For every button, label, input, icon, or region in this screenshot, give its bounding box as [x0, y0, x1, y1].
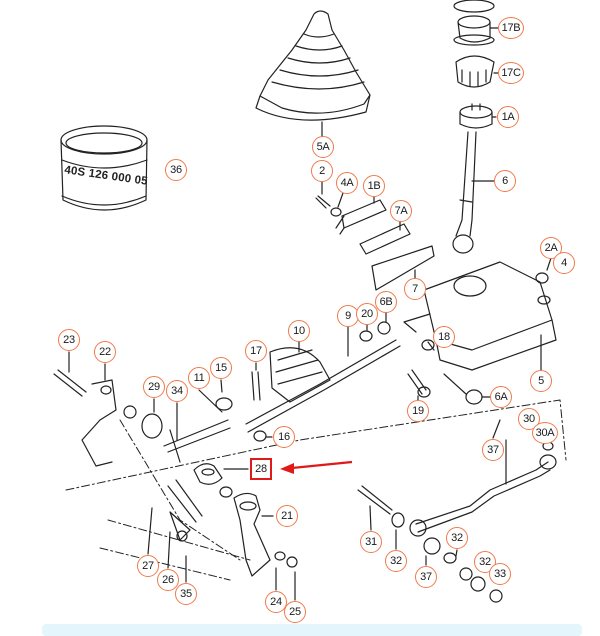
callout-part-10: 10 — [288, 320, 310, 342]
footer-bar — [42, 624, 582, 636]
callout-part-25: 25 — [284, 601, 306, 623]
callout-part-21: 21 — [276, 505, 298, 527]
callout-part-6a: 6A — [490, 386, 512, 408]
callout-part-11: 11 — [188, 367, 210, 389]
highlight-arrow — [280, 460, 353, 474]
callout-part-9: 9 — [337, 305, 359, 327]
callout-part-34: 34 — [166, 380, 188, 402]
callout-part-33: 33 — [489, 563, 511, 585]
part-36-sleeve — [60, 125, 148, 211]
callout-part-27: 27 — [137, 555, 159, 577]
callout-part-30a: 30A — [532, 422, 558, 444]
callout-part-36: 36 — [165, 159, 187, 181]
callout-part-1a: 1A — [497, 106, 519, 128]
callout-part-6: 6 — [494, 170, 516, 192]
callout-part-18: 18 — [433, 326, 455, 348]
callout-part-5: 5 — [530, 370, 552, 392]
callout-part-32: 32 — [446, 527, 468, 549]
part-bracket-plates — [315, 180, 435, 291]
callout-part-32: 32 — [385, 550, 407, 572]
callout-part-26: 26 — [157, 569, 179, 591]
callout-part-24: 24 — [265, 591, 287, 613]
callout-part-1b: 1B — [363, 175, 385, 197]
part-shift-rod — [245, 311, 435, 433]
callout-part-17b: 17B — [498, 17, 524, 39]
callout-part-7a: 7A — [390, 200, 412, 222]
callout-part-35: 35 — [175, 583, 197, 605]
part-bolts-19-6a — [407, 369, 492, 405]
callout-part-6b: 6B — [375, 291, 397, 313]
callout-part-20: 20 — [356, 303, 378, 325]
callout-part-4a: 4A — [336, 172, 358, 194]
part-left-linkage — [53, 351, 273, 467]
callout-part-19: 19 — [407, 400, 429, 422]
callout-part-37: 37 — [482, 439, 504, 461]
part-5-shifter-housing — [403, 257, 557, 372]
callout-part-16: 16 — [273, 426, 295, 448]
callout-highlighted-part-28: 28 — [250, 458, 272, 480]
callout-part-31: 31 — [360, 531, 382, 553]
callout-part-2: 2 — [311, 160, 333, 182]
callout-part-23: 23 — [58, 329, 80, 351]
callout-part-22: 22 — [94, 341, 116, 363]
part-right-linkage — [357, 419, 557, 603]
callout-part-37: 37 — [415, 566, 437, 588]
part-lower-bracket — [147, 463, 298, 601]
callout-part-17c: 17C — [498, 62, 524, 84]
part-5a-gear-boot — [255, 10, 371, 139]
callout-part-5a: 5A — [312, 136, 334, 158]
callout-part-29: 29 — [143, 376, 165, 398]
dashed-assembly-outline — [65, 399, 567, 581]
callout-part-15: 15 — [210, 357, 232, 379]
callout-part-17: 17 — [245, 340, 267, 362]
callout-part-4: 4 — [553, 252, 575, 274]
callout-part-7: 7 — [404, 278, 426, 300]
part-shift-lever-stack — [452, 0, 499, 254]
